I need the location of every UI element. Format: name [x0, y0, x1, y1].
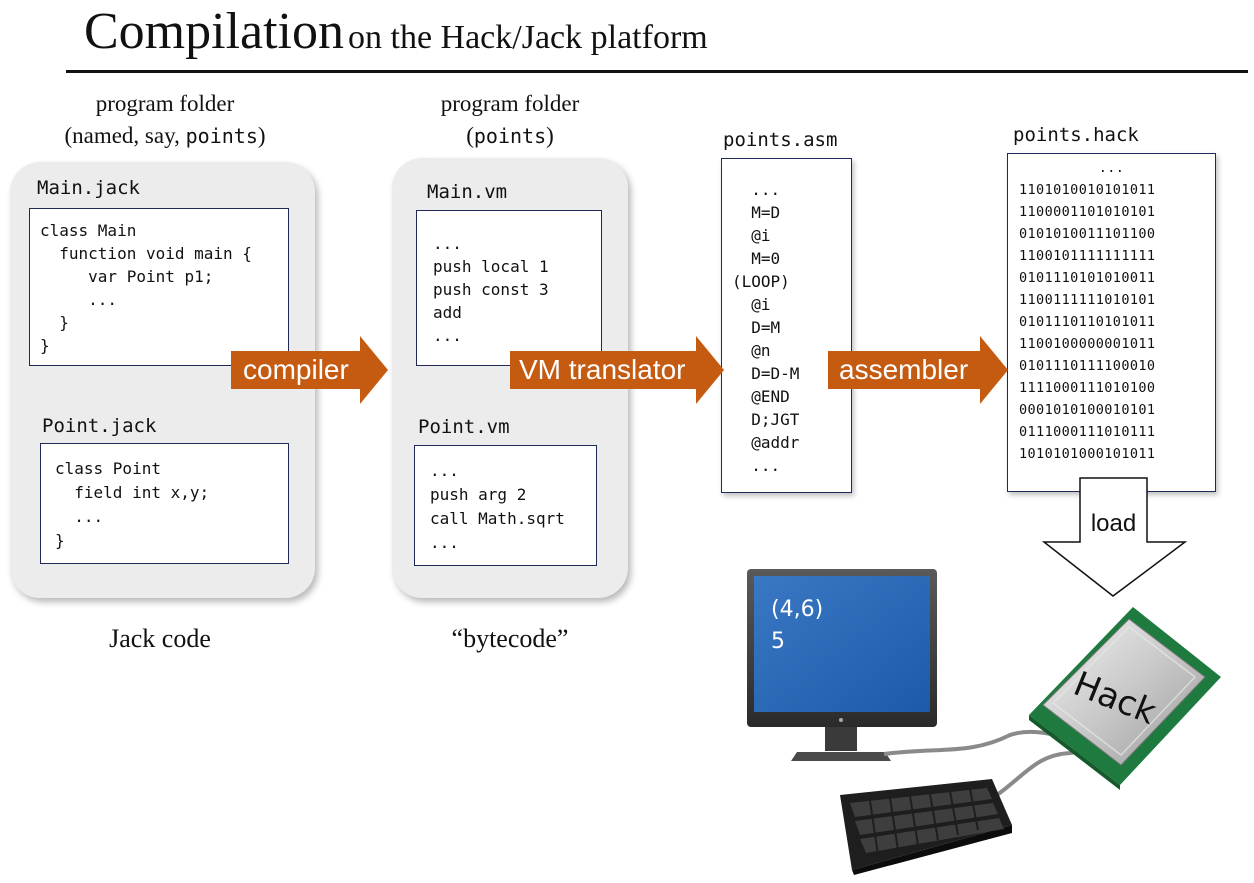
- point-vm-code: ... push arg 2 call Math.sqrt ...: [430, 461, 565, 552]
- vm-folder-header: program folder (points): [400, 88, 620, 152]
- jack-header-post: ): [257, 123, 266, 148]
- screen-output: (4,6) 5: [771, 597, 824, 654]
- jack-header-folder-name: points: [185, 124, 258, 148]
- page-title: Compilation on the Hack/Jack platform: [84, 2, 708, 61]
- vm-folder-header-line2: (points): [400, 120, 620, 152]
- vm-translator-label: VM translator: [519, 354, 686, 385]
- vm-header-folder-name: points: [473, 124, 547, 148]
- main-vm-code-box: ... push local 1 push const 3 add ...: [416, 210, 602, 366]
- compiler-label: compiler: [243, 354, 349, 385]
- title-subtitle: on the Hack/Jack platform: [348, 19, 708, 56]
- title-main: Compilation: [84, 3, 344, 60]
- monitor-icon: [747, 569, 937, 761]
- vm-header-post: ): [546, 123, 554, 148]
- hack-line: 0111000111010111: [1019, 424, 1156, 440]
- bytecode-caption: “bytecode”: [451, 624, 569, 653]
- load-arrow: [1041, 477, 1188, 597]
- asm-filename: points.asm: [723, 129, 838, 151]
- point-vm-filename: Point.vm: [418, 416, 510, 438]
- point-vm-code-box: ... push arg 2 call Math.sqrt ...: [414, 445, 597, 566]
- asm-code-box: ... M=D @i M=0 (LOOP) @i D=M @n D=D-M @E…: [721, 158, 852, 493]
- point-jack-code: class Point field int x,y; ... }: [55, 459, 210, 550]
- hack-line: 0001010100010101: [1019, 402, 1156, 418]
- hack-cpu-chip-icon: [1029, 607, 1221, 790]
- hack-line: 1100100000001011: [1019, 336, 1156, 352]
- assembler-label: assembler: [839, 354, 969, 385]
- jack-folder-header: program folder (named, say, points): [40, 88, 290, 152]
- jack-header-pre: (named, say,: [64, 123, 186, 148]
- main-jack-filename: Main.jack: [37, 177, 140, 199]
- hack-line: 1100001101010101: [1019, 204, 1156, 220]
- main-jack-code-box: class Main function void main { var Poin…: [29, 208, 289, 366]
- hack-binary-lines: ... 1101010010101011 1100001101010101 01010…: [1008, 154, 1215, 487]
- hack-line: ...: [1098, 160, 1125, 176]
- title-rule: [66, 70, 1248, 73]
- jack-folder-header-line2: (named, say, points): [40, 120, 290, 152]
- load-label: load: [1090, 510, 1137, 537]
- hack-code-box: ... 1101010010101011 1100001101010101 01010…: [1007, 153, 1216, 492]
- hack-line: 1100101111111111: [1019, 248, 1156, 264]
- point-jack-filename: Point.jack: [42, 415, 157, 437]
- main-vm-code: ... push local 1 push const 3 add ...: [433, 234, 549, 345]
- vm-header-pre: (: [466, 123, 474, 148]
- assembler-arrow: assembler: [828, 336, 1008, 404]
- main-jack-code: class Main function void main { var Poin…: [40, 221, 252, 355]
- jack-code-caption: Jack code: [109, 624, 211, 653]
- asm-code: ... M=D @i M=0 (LOOP) @i D=M @n D=D-M @E…: [732, 180, 800, 475]
- compiler-arrow: compiler: [231, 336, 388, 404]
- hack-line: 0101010011101100: [1019, 226, 1156, 242]
- vm-folder-header-line1: program folder: [440, 91, 580, 116]
- hack-line: 1111000111010100: [1019, 380, 1156, 396]
- hack-line: 1101010010101011: [1019, 182, 1156, 198]
- hack-filename: points.hack: [1013, 124, 1139, 146]
- hack-line: 1100111111010101: [1019, 292, 1156, 308]
- main-vm-filename: Main.vm: [427, 181, 508, 203]
- jack-folder-header-line1: program folder: [95, 91, 235, 116]
- hack-line: 0101110101010011: [1019, 270, 1156, 286]
- hack-line: 0101110111100010: [1019, 358, 1156, 374]
- vm-translator-arrow: VM translator: [510, 336, 724, 404]
- hack-line: 0101110110101011: [1019, 314, 1156, 330]
- hack-line: 1010101000101011: [1019, 446, 1156, 462]
- keyboard-icon: [840, 779, 1012, 875]
- point-jack-code-box: class Point field int x,y; ... }: [40, 443, 289, 564]
